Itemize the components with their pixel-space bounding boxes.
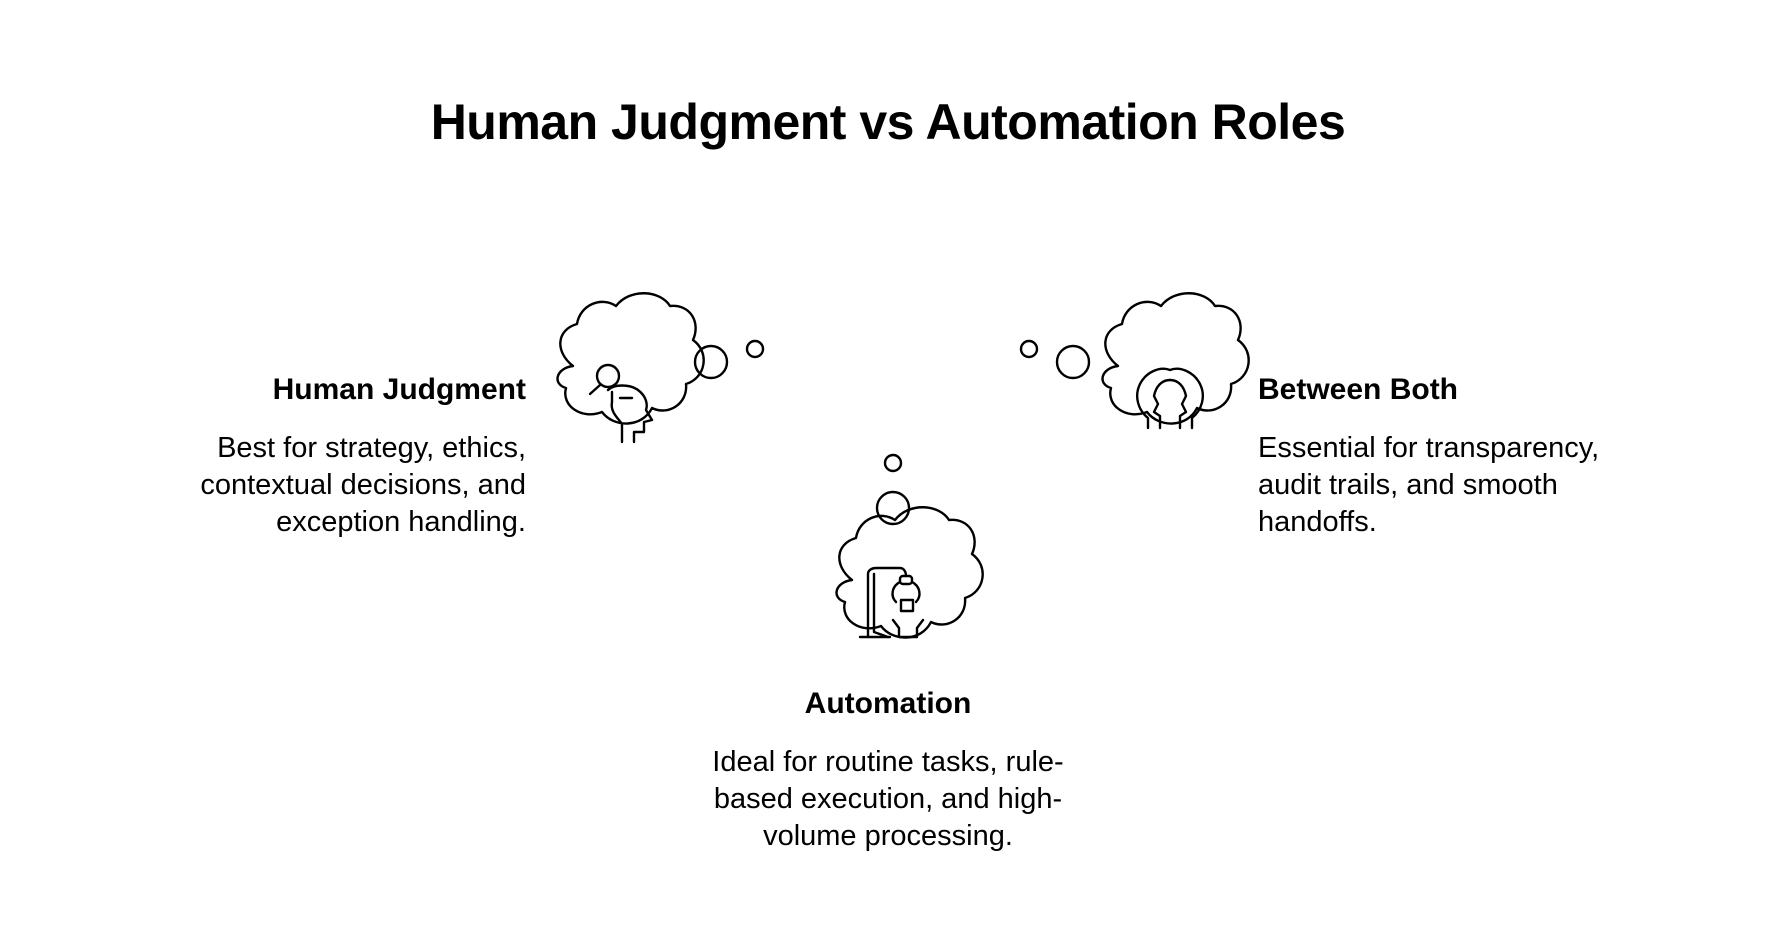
automation-description: Ideal for routine tasks, rule-based exec… [712, 746, 1064, 852]
between-both-description: Essential for transparency, audit trails… [1258, 432, 1600, 538]
cloud-human-judgment [556, 292, 705, 425]
thought-dots-right [1019, 339, 1091, 380]
page-title: Human Judgment vs Automation Roles [430, 94, 1346, 150]
between-both-block: Between Both Essential for transparency,… [1258, 372, 1658, 541]
human-judgment-description: Best for strategy, ethics, contextual de… [200, 432, 526, 538]
thought-dots-center [875, 453, 911, 526]
human-judgment-heading: Human Judgment [272, 373, 526, 406]
head-magnifier-icon [588, 363, 654, 444]
cloud-between-both [1101, 292, 1250, 425]
automation-block: Automation Ideal for routine tasks, rule… [688, 686, 1088, 855]
robot-arm-icon [858, 566, 925, 639]
cloud-automation [835, 506, 984, 639]
thought-dots-left [693, 339, 765, 380]
two-heads-icon [1136, 367, 1204, 430]
human-judgment-block: Human Judgment Best for strategy, ethics… [140, 372, 526, 541]
between-both-heading: Between Both [1258, 373, 1459, 406]
automation-heading: Automation [804, 687, 972, 720]
